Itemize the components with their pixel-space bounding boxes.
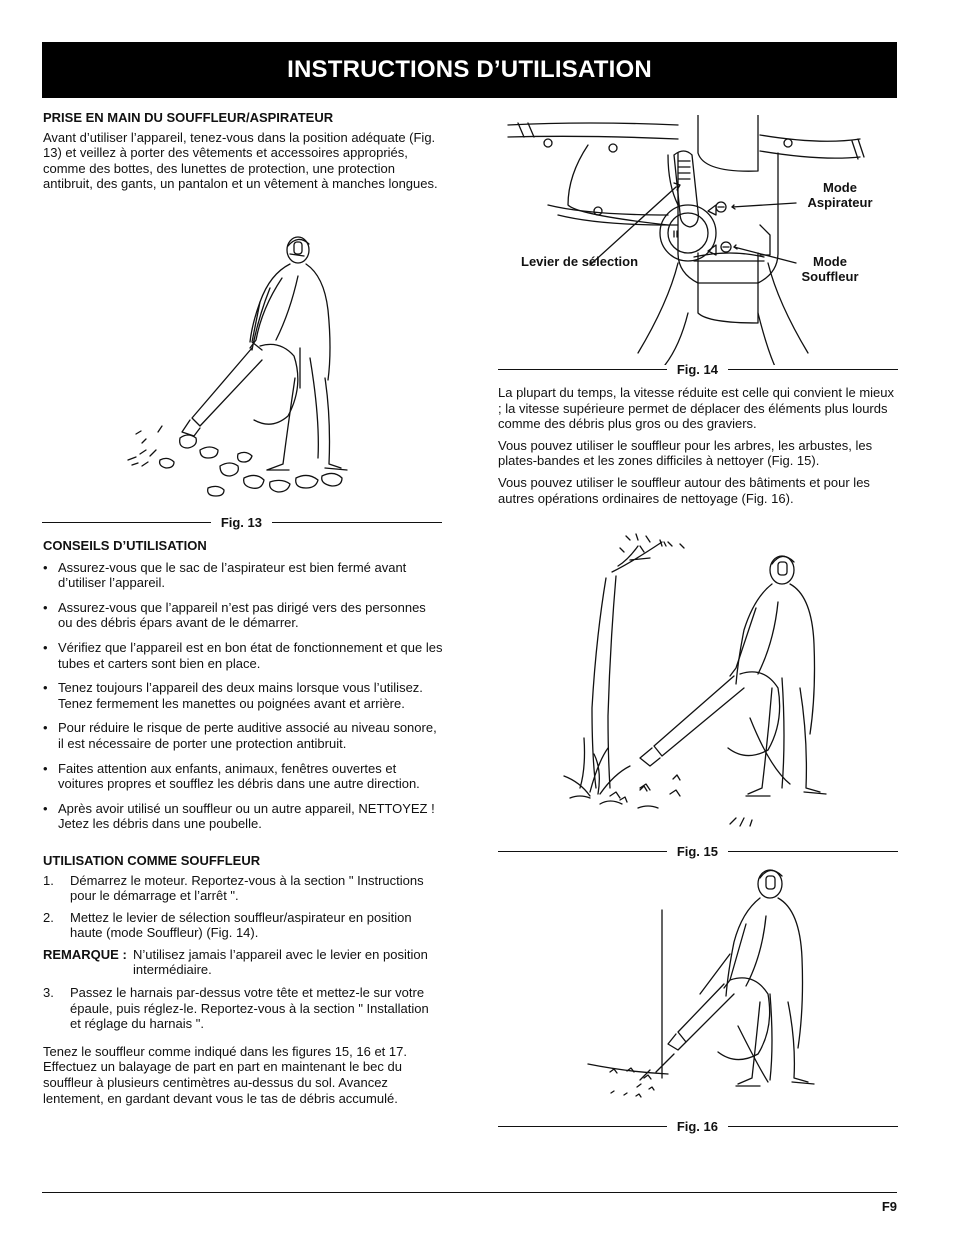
divider (498, 850, 667, 852)
step-text: Passez le harnais par-dessus votre tête … (70, 985, 429, 1032)
paragraph: Vous pouvez utiliser le souffleur autour… (498, 474, 870, 506)
steps-list: 1. Démarrez le moteur. Reportez-vous à l… (43, 873, 443, 941)
fig13-illustration (120, 228, 370, 508)
label-text: Mode Souffleur (801, 254, 859, 284)
divider (728, 1125, 898, 1127)
fig13-caption: Fig. 13 (220, 514, 262, 530)
divider (272, 521, 442, 523)
paragraph: La plupart du temps, la vitesse réduite … (498, 385, 894, 432)
list-item: Vérifiez que l’appareil est en bon état … (43, 640, 443, 671)
section-body: Avant d’utiliser l’appareil, tenez-vous … (43, 129, 438, 192)
fig13-caption-line: Fig. 13 (42, 514, 442, 530)
fig16-caption: Fig. 16 (676, 1118, 718, 1134)
fig15-illustration (550, 528, 840, 833)
label-mode-souffleur: Mode Souffleur (790, 254, 870, 284)
section-heading: UTILISATION COMME SOUFFLEUR (43, 852, 261, 868)
step-number: 1. (43, 872, 54, 888)
section-prise-en-main: PRISE EN MAIN DU SOUFFLEUR/ASPIRATEUR Av… (43, 110, 443, 192)
fig15-caption-line: Fig. 15 (498, 843, 898, 859)
section-heading: CONSEILS D’UTILISATION (43, 538, 207, 553)
list-item: Tenez toujours l’appareil des deux mains… (43, 680, 443, 711)
step-text: Mettez le levier de sélection souffleur/… (70, 909, 412, 941)
list-item: Assurez-vous que l’appareil n’est pas di… (43, 600, 443, 631)
footer-divider (42, 1192, 897, 1193)
list-item: 3. Passez le harnais par-dessus votre tê… (43, 985, 443, 1032)
list-item: Pour réduire le risque de perte auditive… (43, 720, 443, 751)
fig14-illustration (498, 115, 898, 365)
fig16-illustration (580, 866, 820, 1112)
remark-note: REMARQUE : N’utilisez jamais l’appareil … (43, 947, 443, 978)
step-number: 2. (43, 909, 54, 925)
page-number: F9 (881, 1199, 897, 1214)
list-item: Assurez-vous que le sac de l’aspirateur … (43, 560, 443, 591)
label-text: Mode Aspirateur (807, 180, 873, 210)
fig16-caption-line: Fig. 16 (498, 1118, 898, 1134)
section-heading: PRISE EN MAIN DU SOUFFLEUR/ASPIRATEUR (43, 110, 334, 125)
divider (42, 521, 211, 523)
label-levier-selection: Levier de sélection (521, 254, 661, 269)
tips-list: Assurez-vous que le sac de l’aspirateur … (43, 560, 443, 832)
right-text-block: La plupart du temps, la vitesse réduite … (498, 385, 898, 506)
steps-list: 3. Passez le harnais par-dessus votre tê… (43, 985, 443, 1032)
list-item: Après avoir utilisé un souffleur ou un a… (43, 801, 443, 832)
page-title: INSTRUCTIONS D’UTILISATION (287, 56, 652, 83)
divider (728, 368, 898, 370)
list-item: Faites attention aux enfants, animaux, f… (43, 761, 443, 792)
page-title-banner: INSTRUCTIONS D’UTILISATION (42, 42, 897, 98)
label-text: Levier de sélection (521, 254, 639, 269)
section-conseils: CONSEILS D’UTILISATION Assurez-vous que … (43, 538, 443, 1106)
step-number: 3. (43, 985, 54, 1001)
closing-paragraph: Tenez le souffleur comme indiqué dans le… (43, 1043, 407, 1106)
list-item: 1. Démarrez le moteur. Reportez-vous à l… (43, 873, 443, 904)
label-mode-aspirateur: Mode Aspirateur (800, 180, 880, 210)
step-text: Démarrez le moteur. Reportez-vous à la s… (70, 872, 424, 904)
remark-label: REMARQUE : (43, 946, 127, 962)
paragraph: Vous pouvez utiliser le souffleur pour l… (498, 437, 873, 469)
list-item: 2. Mettez le levier de sélection souffle… (43, 910, 443, 941)
divider (498, 368, 667, 370)
fig15-caption: Fig. 15 (676, 843, 718, 859)
fig14-caption-line: Fig. 14 (498, 361, 898, 377)
divider (728, 850, 898, 852)
fig14-caption: Fig. 14 (676, 361, 718, 377)
remark-text: N’utilisez jamais l’appareil avec le lev… (133, 946, 428, 978)
divider (498, 1125, 667, 1127)
